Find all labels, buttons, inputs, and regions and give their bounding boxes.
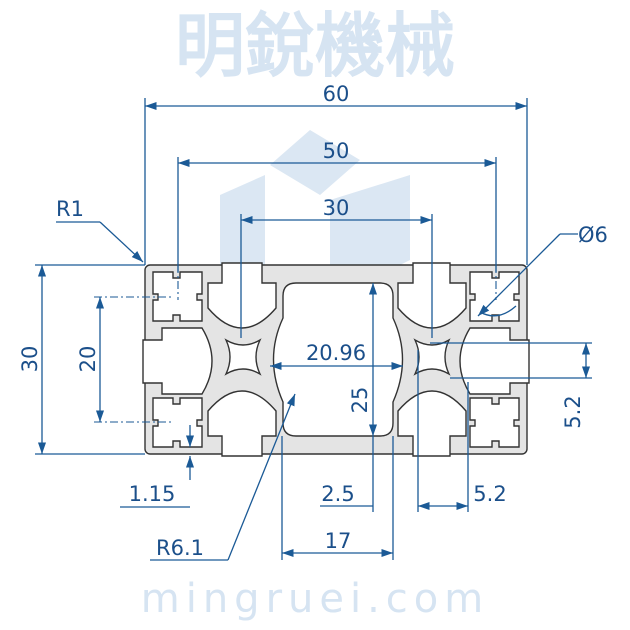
corner-pockets — [152, 271, 520, 448]
slot-bottom-right — [397, 390, 467, 457]
dim-inner-width: 30 — [323, 196, 350, 220]
slot-bottom-left — [207, 390, 277, 457]
dim-wall-thickness: 2.5 — [321, 482, 354, 506]
center-hole-right — [413, 338, 451, 376]
watermark-company: 明銳機械 — [175, 5, 455, 87]
dimension-lines — [35, 98, 592, 561]
dim-hollow-width: 20.96 — [306, 341, 366, 365]
dim-hollow-height: 25 — [348, 387, 372, 414]
dim-slot-pitch-vertical: 20 — [76, 346, 100, 373]
dim-arc-radius: R6.1 — [156, 536, 204, 560]
dim-overall-width: 60 — [323, 82, 350, 106]
dim-center-width: 17 — [325, 529, 352, 553]
watermark-url: mingruei.com — [141, 576, 489, 622]
dim-corner-radius: R1 — [56, 197, 84, 221]
dim-slot-width-side: 5.2 — [561, 395, 585, 428]
dim-lip-thickness: 1.15 — [129, 482, 176, 506]
center-hole-left — [224, 338, 262, 376]
dimension-labels: 60 50 30 R1 Ø6 30 20 20.96 25 5.2 5.2 1.… — [18, 82, 608, 560]
dim-slot-pitch: 50 — [323, 139, 350, 163]
dim-slot-width-bottom: 5.2 — [473, 482, 506, 506]
slot-top-left — [207, 262, 277, 329]
slot-left — [142, 327, 213, 395]
dim-overall-height: 30 — [18, 346, 42, 373]
dim-hole-diameter: Ø6 — [578, 223, 608, 247]
